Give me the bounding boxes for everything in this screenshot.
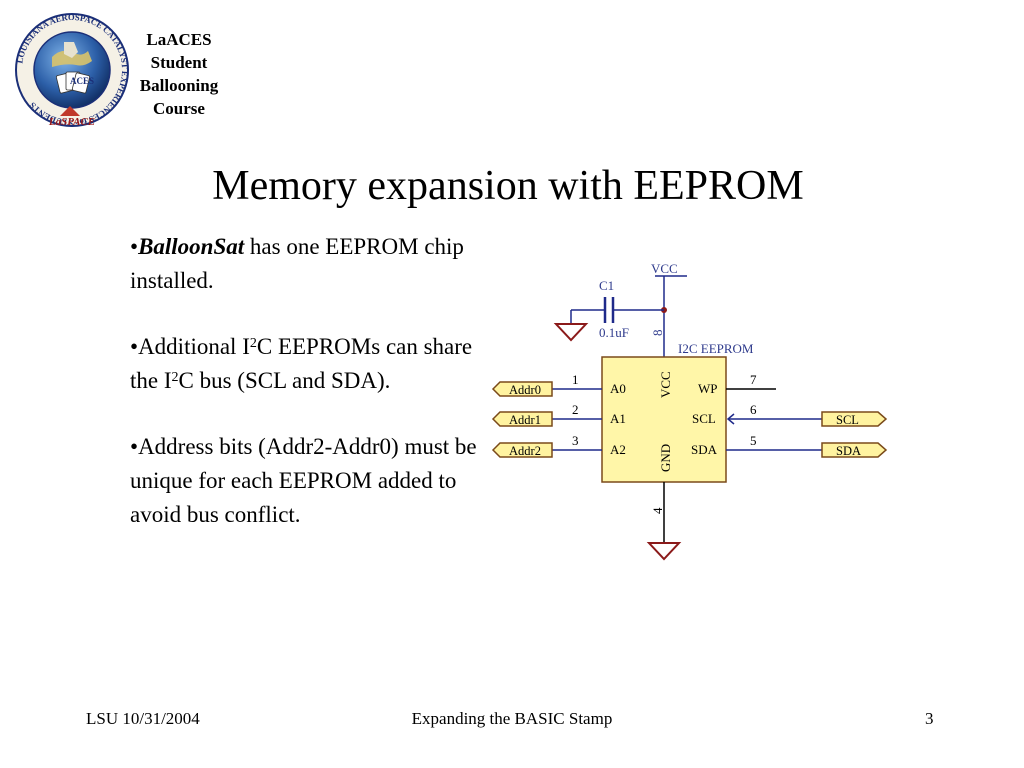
right-pin: 6 SCL SCL [692, 402, 888, 427]
port-arrow [491, 411, 553, 427]
bullet-text: Additional I [138, 334, 250, 359]
chip-vcc-label: VCC [658, 371, 673, 398]
logo-caption-line: Course [153, 99, 205, 118]
right-pin: 7 WP [698, 372, 776, 396]
pin-name: A0 [610, 381, 626, 396]
footer-title: Expanding the BASIC Stamp [411, 709, 613, 728]
left-pin: 3 A2 Addr2 [491, 433, 626, 458]
bullet-emphasis: BalloonSat [138, 234, 245, 259]
bullet-item: •Address bits (Addr2-Addr0) must be uniq… [130, 434, 477, 527]
port-arrow [821, 411, 888, 427]
ground-icon [646, 542, 682, 561]
bullet-item: •BalloonSat has one EEPROM chip installe… [130, 234, 464, 293]
chip-gnd-label: GND [658, 444, 673, 472]
bullet-list: •BalloonSat has one EEPROM chip installe… [130, 230, 502, 564]
laspace-logo: LOUISIANA AEROSPACE CATALYST EXPERIENCES… [14, 12, 130, 128]
cap-value: 0.1uF [599, 325, 629, 340]
logo-caption-line: LaACES [146, 30, 212, 49]
pin-number-vcc: 8 [650, 330, 665, 337]
eeprom-schematic: VCC C1 0.1uF 8 I2C EEPROM VCC GND 1 A0 A… [491, 261, 888, 561]
clock-input-icon [726, 413, 735, 425]
port-arrow [491, 381, 553, 397]
right-pin: 5 SDA SDA [691, 433, 888, 458]
chip-title: I2C EEPROM [678, 341, 754, 356]
vcc-label: VCC [651, 261, 678, 276]
bullet-item: •Additional I2C EEPROMs can share the I2… [130, 334, 473, 393]
port-label: SDA [836, 444, 861, 458]
left-pin: 2 A1 Addr1 [491, 402, 626, 427]
port-label: Addr1 [509, 413, 541, 427]
logo-brand-text: LaSPACE [48, 116, 95, 128]
pin-number: 6 [750, 402, 757, 417]
superscript: 2 [249, 336, 257, 351]
logo-caption: LaACES Student Ballooning Course [126, 28, 232, 120]
bullet-text: Address bits (Addr2-Addr0) must be uniqu… [130, 434, 477, 527]
bullet-text: has one EEPROM chip installed. [130, 234, 464, 293]
superscript: 2 [171, 370, 179, 385]
ground-icon [553, 323, 589, 342]
pin-number: 2 [572, 402, 579, 417]
logo-caption-line: Student [150, 53, 208, 72]
logo-caption-line: Ballooning [139, 76, 219, 95]
logo-emblem: LOUISIANA AEROSPACE CATALYST EXPERIENCES… [14, 12, 130, 128]
slide-number: 3 [925, 709, 934, 728]
logo-center-text: ACES [70, 76, 94, 86]
footer-date: LSU 10/31/2004 [86, 709, 200, 728]
pin-number: 1 [572, 372, 579, 387]
port-label: Addr2 [509, 444, 541, 458]
pin-number: 5 [750, 433, 757, 448]
port-arrow [491, 442, 553, 458]
bullet-text: C bus (SCL and SDA). [178, 368, 391, 393]
pin-name: SCL [692, 411, 716, 426]
left-pin: 1 A0 Addr0 [491, 372, 626, 397]
eeprom-chip [601, 356, 727, 483]
pin-name: A1 [610, 411, 626, 426]
pin-name: A2 [610, 442, 626, 457]
pin-name: WP [698, 381, 718, 396]
port-label: Addr0 [509, 383, 541, 397]
cap-name: C1 [599, 278, 614, 293]
bullet-text: C EEPROMs can share the I [130, 334, 473, 393]
pin-name: SDA [691, 442, 718, 457]
pin-number-gnd: 4 [650, 507, 665, 514]
pin-number: 7 [750, 372, 757, 387]
port-arrow [821, 442, 888, 458]
pin-number: 3 [572, 433, 579, 448]
port-label: SCL [836, 413, 859, 427]
slide-title: Memory expansion with EEPROM [212, 163, 804, 209]
